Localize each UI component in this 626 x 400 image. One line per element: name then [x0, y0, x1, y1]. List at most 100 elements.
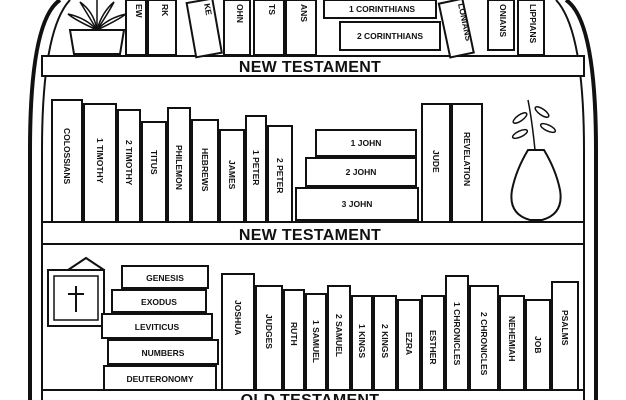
book-spine: ONIANS — [487, 0, 515, 51]
svg-text:2 CHRONICLES: 2 CHRONICLES — [479, 312, 489, 376]
book-spine: JOSHUA — [221, 273, 255, 391]
svg-text:LIPPIANS: LIPPIANS — [528, 4, 538, 44]
book-spine: 1 KINGS — [351, 295, 373, 391]
svg-text:2 KINGS: 2 KINGS — [380, 324, 390, 358]
book-spine: JOB — [525, 299, 551, 391]
book-spine: 2 SAMUEL — [327, 285, 351, 391]
svg-text:DEUTERONOMY: DEUTERONOMY — [126, 374, 193, 384]
svg-text:PSALMS: PSALMS — [560, 310, 570, 346]
middle-row-books: COLOSSIANS 1 TIMOTHY 2 TIMOTHY TITUS PHI… — [51, 99, 483, 223]
svg-text:TS: TS — [267, 4, 277, 15]
svg-text:HEBREWS: HEBREWS — [200, 148, 210, 192]
svg-text:KE: KE — [202, 3, 214, 17]
book-stacked: 2 JOHN — [305, 157, 417, 187]
svg-text:EXODUS: EXODUS — [141, 297, 177, 307]
cross-frame-icon — [47, 256, 105, 327]
svg-text:RUTH: RUTH — [289, 322, 299, 346]
book-stacked: LEVITICUS — [101, 313, 213, 339]
book-spine: 2 KINGS — [373, 295, 397, 391]
svg-text:JOSHUA: JOSHUA — [233, 300, 243, 335]
svg-text:JUDE: JUDE — [431, 150, 441, 173]
book-spine: PSALMS — [551, 281, 579, 391]
book-spine: LONIANS — [437, 0, 475, 59]
svg-text:EZRA: EZRA — [404, 332, 414, 355]
book-stacked: 1 CORINTHIANS — [323, 0, 437, 19]
book-spine: COLOSSIANS — [51, 99, 83, 223]
book-stacked: EXODUS — [111, 289, 207, 313]
shelf-label-middle: NEW TESTAMENT — [239, 227, 381, 244]
svg-text:1 SAMUEL: 1 SAMUEL — [311, 320, 321, 363]
top-row-books: EW RK KE OHN TS ANS 1 CORINTHIANS 2 COR — [125, 0, 545, 59]
book-spine: PHILEMON — [167, 107, 191, 223]
book-spine: LIPPIANS — [517, 0, 545, 56]
shelf-label-top: NEW TESTAMENT — [239, 59, 381, 76]
book-spine: OHN — [223, 0, 251, 56]
svg-text:ANS: ANS — [299, 4, 309, 22]
svg-text:NUMBERS: NUMBERS — [142, 348, 185, 358]
svg-text:1 KINGS: 1 KINGS — [357, 324, 367, 358]
book-spine: 1 TIMOTHY — [83, 103, 117, 223]
book-stacked: NUMBERS — [107, 339, 219, 365]
book-stacked: GENESIS — [121, 265, 209, 289]
svg-text:ONIANS: ONIANS — [498, 4, 508, 37]
book-stacked: 2 CORINTHIANS — [339, 21, 441, 51]
svg-text:1 TIMOTHY: 1 TIMOTHY — [95, 138, 105, 184]
svg-text:COLOSSIANS: COLOSSIANS — [62, 128, 72, 185]
book-spine: 1 CHRONICLES — [445, 275, 469, 391]
svg-text:REVELATION: REVELATION — [462, 132, 472, 186]
svg-text:LEVITICUS: LEVITICUS — [135, 322, 180, 332]
svg-text:GENESIS: GENESIS — [146, 273, 184, 283]
svg-text:ESTHER: ESTHER — [428, 330, 438, 364]
book-spine: 1 PETER — [245, 115, 267, 223]
succulent-plant-icon — [67, 0, 127, 55]
book-spine: RK — [147, 0, 177, 56]
book-spine: RUTH — [283, 289, 305, 391]
book-spine: TITUS — [141, 121, 167, 223]
svg-text:JUDGES: JUDGES — [264, 314, 274, 349]
shelf-bottom: OLD TESTAMENT — [41, 389, 585, 400]
svg-text:JOB: JOB — [533, 336, 543, 353]
book-spine: HEBREWS — [191, 119, 219, 223]
book-spine: TS — [253, 0, 285, 56]
svg-text:PHILEMON: PHILEMON — [174, 145, 184, 190]
book-spine: JAMES — [219, 129, 245, 223]
svg-text:2 TIMOTHY: 2 TIMOTHY — [124, 140, 134, 186]
svg-text:1 PETER: 1 PETER — [251, 150, 261, 185]
book-stacked: 1 JOHN — [315, 129, 417, 157]
cabinet-outline — [28, 0, 598, 400]
book-stacked: 3 JOHN — [295, 187, 419, 221]
book-spine: 1 SAMUEL — [305, 293, 327, 391]
book-spine: REVELATION — [451, 103, 483, 223]
svg-text:JAMES: JAMES — [227, 160, 237, 190]
svg-text:2 JOHN: 2 JOHN — [346, 167, 377, 177]
svg-text:RK: RK — [160, 4, 170, 17]
svg-text:OHN: OHN — [235, 4, 245, 23]
book-spine: ANS — [285, 0, 317, 56]
book-spine: NEHEMIAH — [499, 295, 525, 391]
book-spine: 2 CHRONICLES — [469, 285, 499, 391]
book-spine: 2 PETER — [267, 125, 293, 223]
svg-text:TITUS: TITUS — [149, 150, 159, 175]
svg-text:1 CHRONICLES: 1 CHRONICLES — [452, 302, 462, 366]
book-spine: ESTHER — [421, 295, 445, 391]
shelf-top: NEW TESTAMENT — [41, 55, 585, 77]
book-spine: EW — [125, 0, 147, 56]
svg-text:1 JOHN: 1 JOHN — [351, 138, 382, 148]
book-stacked: DEUTERONOMY — [103, 365, 217, 391]
shelf-label-bottom: OLD TESTAMENT — [241, 392, 380, 400]
book-spine: JUDGES — [255, 285, 283, 391]
vase-with-branch-icon — [510, 99, 562, 221]
book-spine: JUDE — [421, 103, 451, 223]
svg-text:2 PETER: 2 PETER — [275, 158, 285, 193]
bottom-row-books: GENESIS EXODUS LEVITICUS NUMBERS DEUTERO… — [101, 265, 579, 391]
svg-text:3 JOHN: 3 JOHN — [342, 199, 373, 209]
shelf-middle: NEW TESTAMENT — [41, 221, 585, 245]
svg-text:1 CORINTHIANS: 1 CORINTHIANS — [349, 4, 415, 14]
book-spine: 2 TIMOTHY — [117, 109, 141, 223]
svg-text:NEHEMIAH: NEHEMIAH — [507, 316, 517, 361]
svg-text:2 CORINTHIANS: 2 CORINTHIANS — [357, 31, 423, 41]
svg-text:EW: EW — [134, 4, 144, 19]
svg-text:2 SAMUEL: 2 SAMUEL — [334, 314, 344, 357]
book-spine: EZRA — [397, 299, 421, 391]
